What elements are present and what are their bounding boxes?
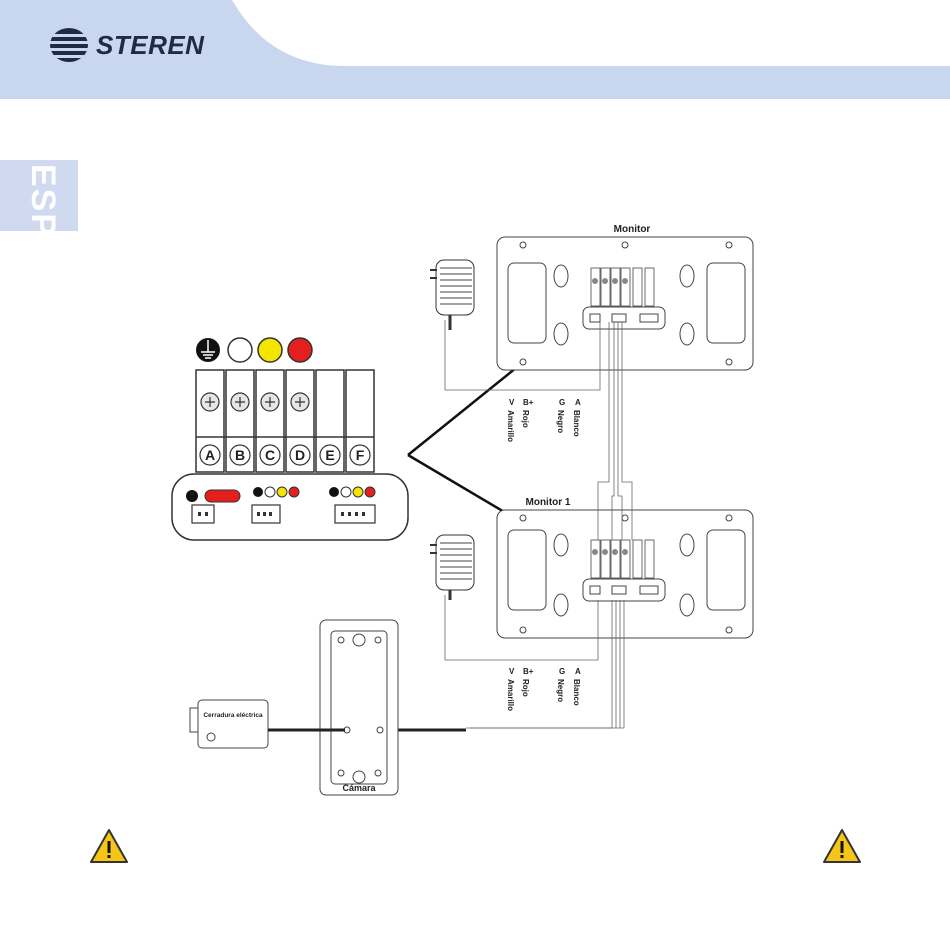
wire-letter-a: A <box>575 667 581 676</box>
wire-color-amarillo: Amarillo <box>506 679 515 711</box>
monitor-1-label: Monitor 1 <box>526 497 571 508</box>
wire-letter-bplus: B+ <box>523 398 534 407</box>
camera-unit: Cámara <box>320 620 398 795</box>
wire-letter-g: G <box>559 667 565 676</box>
wire-letter-v: V <box>509 667 515 676</box>
warning-icon <box>91 830 127 862</box>
wire-letter-a: A <box>575 398 581 407</box>
terminal-a-label: A <box>205 447 215 463</box>
terminal-f-label: F <box>356 447 365 463</box>
warning-icon <box>824 830 860 862</box>
wire-color-blanco: Blanco <box>572 679 581 706</box>
power-adapter-bottom <box>430 535 474 600</box>
wire-labels-bottom: V B+ G A Amarillo Rojo Negro Blanco <box>506 667 581 711</box>
wire-letter-v: V <box>509 398 515 407</box>
yellow-dot <box>258 338 282 362</box>
camera-label: Cámara <box>342 783 376 793</box>
wire-color-rojo: Rojo <box>521 410 530 428</box>
monitor-unit: Monitor <box>497 224 753 370</box>
red-dot <box>288 338 312 362</box>
terminal-e-label: E <box>325 447 334 463</box>
lock-label: Cerradura eléctrica <box>203 712 263 719</box>
power-adapter-top <box>430 260 474 330</box>
white-dot <box>228 338 252 362</box>
monitor-label: Monitor <box>614 224 651 235</box>
wire-labels-top: V B+ G A Amarillo Rojo Negro Blanco <box>506 398 581 442</box>
wire-color-amarillo: Amarillo <box>506 410 515 442</box>
wire-letter-bplus: B+ <box>523 667 534 676</box>
wire-color-negro: Negro <box>556 679 565 702</box>
wire-color-negro: Negro <box>556 410 565 433</box>
monitor-1-unit: Monitor 1 <box>497 497 753 638</box>
wire-color-rojo: Rojo <box>521 679 530 697</box>
wire-letter-g: G <box>559 398 565 407</box>
terminal-c-label: C <box>265 447 275 463</box>
terminal-b-label: B <box>235 447 245 463</box>
terminal-d-label: D <box>295 447 305 463</box>
wire-color-blanco: Blanco <box>572 410 581 437</box>
